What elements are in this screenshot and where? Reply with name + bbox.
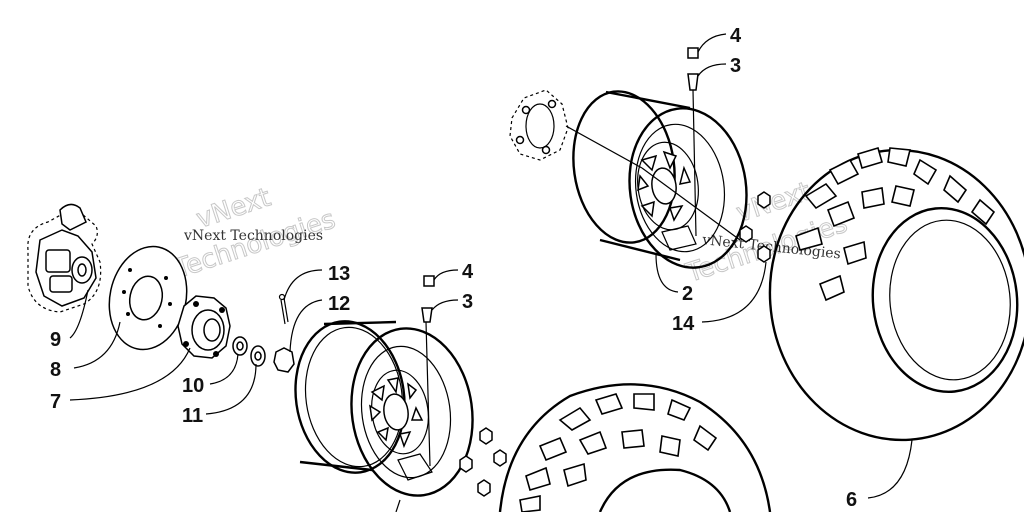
callout-14: 14 [672, 313, 695, 335]
rear-tire [768, 147, 1024, 442]
axle-nut [273, 347, 295, 373]
watermark-left: vNext Technologies vNext Technologies [169, 182, 339, 285]
wheel-hub [177, 295, 231, 359]
front-tire [498, 383, 772, 512]
valve-cap-left [423, 275, 435, 287]
callout-10: 10 [182, 375, 204, 397]
valve-stem-left [421, 307, 433, 467]
callout-7: 7 [50, 391, 61, 413]
callout-3-right: 3 [730, 55, 741, 77]
washer [250, 345, 266, 367]
lug-nuts-left [459, 427, 507, 497]
front-wheel-rim [294, 320, 474, 497]
callout-9: 9 [50, 329, 61, 351]
callout-6: 6 [846, 489, 857, 511]
steering-knuckle [27, 203, 102, 313]
callout-4-right: 4 [730, 25, 742, 47]
hub-spacer [232, 336, 248, 356]
rear-hub-ghost [509, 89, 643, 169]
lug-nuts-right [739, 191, 771, 263]
callout-4-left: 4 [462, 261, 474, 283]
callout-12: 12 [328, 293, 350, 315]
brake-disc [108, 245, 188, 351]
callout-13: 13 [328, 263, 350, 285]
callout-2: 2 [682, 283, 693, 305]
callout-11: 11 [182, 405, 203, 427]
watermark-small: vNext Technologies [183, 228, 323, 244]
valve-stem-right [687, 73, 699, 237]
rear-wheel-rim [572, 90, 748, 269]
leader-lines [69, 33, 913, 512]
callout-8: 8 [50, 359, 61, 381]
valve-cap-right [687, 47, 699, 59]
callout-3-left: 3 [462, 291, 473, 313]
